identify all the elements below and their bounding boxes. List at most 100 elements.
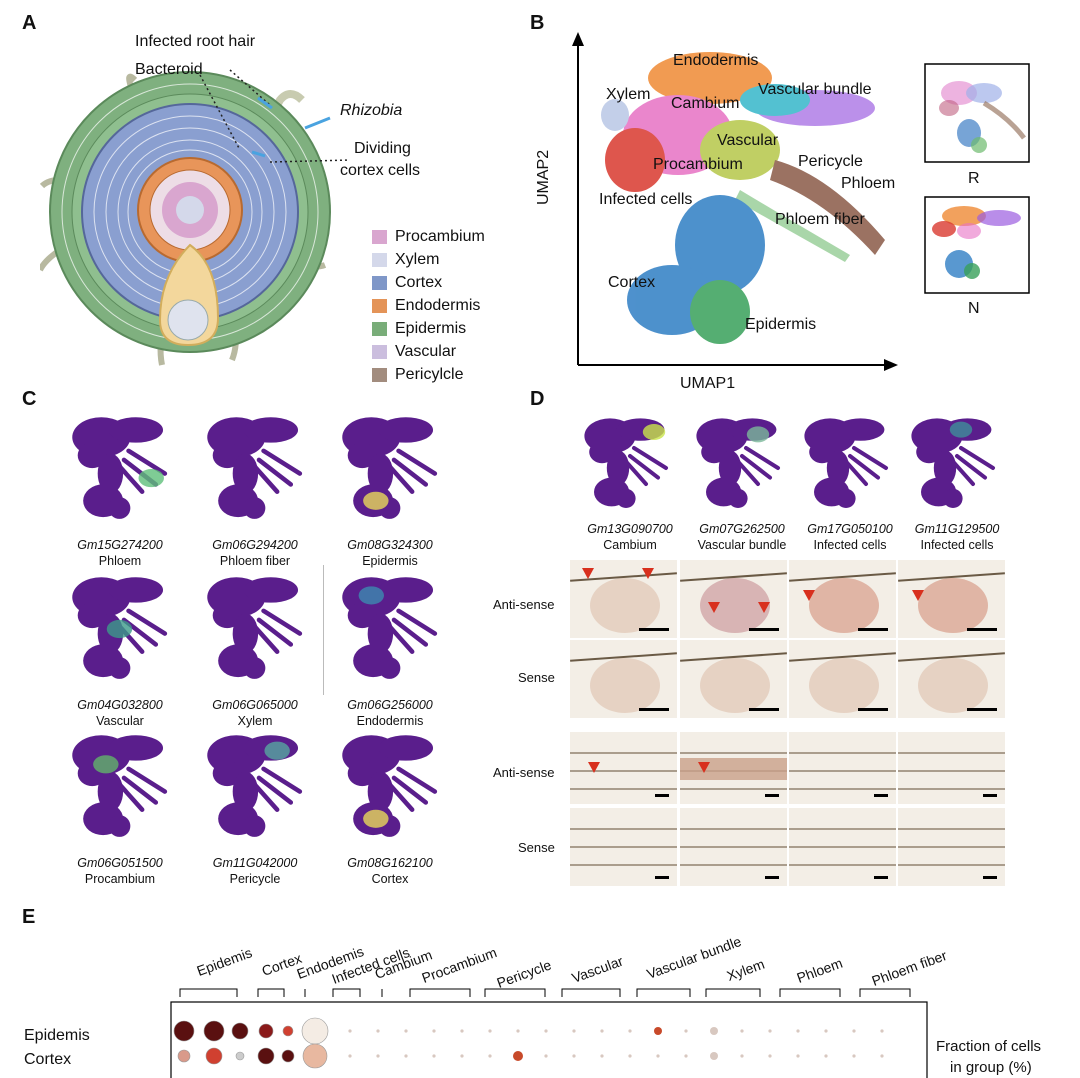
feature-umap-plot bbox=[342, 735, 438, 837]
tissue-layer-line bbox=[680, 846, 787, 848]
annotation-infected-root-hair: Infected root hair bbox=[135, 33, 256, 50]
legend-label: Procambium bbox=[395, 227, 485, 245]
cell-type-label: Cambium bbox=[603, 538, 657, 552]
dotplot-dot bbox=[203, 1020, 225, 1042]
tissue-layer-line bbox=[680, 788, 787, 790]
cell-type-label: Vascular bbox=[96, 714, 144, 728]
category-bracket bbox=[179, 988, 238, 997]
in-situ-image bbox=[680, 732, 787, 804]
cell-type-label: Procambium bbox=[84, 872, 156, 886]
category-label: Xylem bbox=[724, 955, 767, 984]
dotplot-dot bbox=[600, 1029, 604, 1033]
category-bracket bbox=[636, 988, 691, 997]
category-bracket bbox=[561, 988, 621, 997]
dotplot-dot bbox=[684, 1054, 688, 1058]
dotplot-dot bbox=[824, 1029, 828, 1033]
dotplot-dot bbox=[572, 1054, 576, 1058]
dotplot-dot bbox=[654, 1027, 662, 1035]
legend-label: Endodermis bbox=[395, 296, 481, 314]
legend-swatch bbox=[372, 344, 387, 359]
category-bracket bbox=[409, 988, 471, 997]
dotplot-dot bbox=[258, 1023, 274, 1039]
category-label: Epidemis bbox=[194, 944, 255, 979]
tissue-layer-line bbox=[789, 864, 896, 866]
gene-name-label: Gm08G324300 bbox=[347, 538, 433, 552]
scale-bar bbox=[983, 876, 997, 879]
legend-item-xylem: Xylem bbox=[372, 248, 485, 271]
nodule-cross-section-illustration bbox=[40, 69, 351, 366]
dotplot-dot bbox=[572, 1029, 576, 1033]
in-situ-image bbox=[898, 560, 1005, 638]
scale-bar bbox=[639, 628, 669, 631]
umap-inset-n bbox=[924, 196, 1030, 294]
tissue-section bbox=[918, 658, 988, 713]
annotation-rhizobia: Rhizobia bbox=[340, 102, 403, 119]
inset-label-n: N bbox=[968, 300, 980, 317]
cell-type-label: Endodermis bbox=[356, 714, 424, 728]
umap-label-pericycle: Pericycle bbox=[798, 153, 863, 170]
dotplot-dot bbox=[684, 1029, 688, 1033]
dotplot-dot bbox=[281, 1049, 295, 1063]
legend-swatch bbox=[372, 275, 387, 290]
dotplot-dot bbox=[302, 1043, 328, 1069]
dotplot-dot bbox=[488, 1029, 492, 1033]
umap-label-vascular: Vascular bbox=[717, 132, 779, 149]
panel-e-dotplot bbox=[170, 988, 928, 1078]
gene-name-label: Gm06G294200 bbox=[212, 538, 298, 552]
umap-label-phloem: Phloem bbox=[841, 175, 896, 192]
legend-label: Cortex bbox=[395, 273, 443, 291]
in-situ-image bbox=[789, 640, 896, 718]
annotation-bacteroid: Bacteroid bbox=[135, 61, 203, 78]
dotplot-dot bbox=[740, 1029, 744, 1033]
panel-label-a: A bbox=[22, 12, 37, 34]
dotplot-dot bbox=[231, 1022, 249, 1040]
tissue-layer-line bbox=[898, 846, 1005, 848]
tissue-layer-line bbox=[789, 846, 896, 848]
gene-name-label: Gm06G256000 bbox=[347, 698, 433, 712]
tissue-layer-line bbox=[898, 752, 1005, 754]
cell-type-label: Cortex bbox=[371, 872, 409, 886]
legend-swatch bbox=[372, 298, 387, 313]
legend-label: Vascular bbox=[395, 342, 457, 360]
red-arrow-icon bbox=[803, 590, 815, 601]
row-label-sense-2: Sense bbox=[518, 840, 555, 855]
in-situ-image bbox=[898, 732, 1005, 804]
dotplot-dot bbox=[824, 1054, 828, 1058]
panel-label-d: D bbox=[530, 388, 545, 410]
feature-umap-plot bbox=[72, 417, 168, 519]
in-situ-image bbox=[789, 560, 896, 638]
in-situ-image bbox=[898, 640, 1005, 718]
dotplot-dot bbox=[404, 1029, 408, 1033]
annotation-cortex-cells: cortex cells bbox=[340, 162, 421, 179]
tissue-layer-line bbox=[789, 770, 896, 772]
dotplot-dot bbox=[513, 1051, 523, 1061]
gene-name-label: Gm06G065000 bbox=[212, 698, 298, 712]
cell-type-label: Pericycle bbox=[229, 872, 281, 886]
legend-item-procambium: Procambium bbox=[372, 225, 485, 248]
dotplot-dot bbox=[768, 1029, 772, 1033]
scale-bar bbox=[655, 876, 669, 879]
dotplot-dot bbox=[173, 1020, 195, 1042]
cell-type-label: Xylem bbox=[237, 714, 273, 728]
dotplot-dot bbox=[348, 1054, 352, 1058]
dotplot-dot bbox=[432, 1029, 436, 1033]
in-situ-image bbox=[570, 640, 677, 718]
row-label-anti-sense-1: Anti-sense bbox=[493, 597, 555, 612]
dotplot-dot bbox=[235, 1051, 245, 1061]
tissue-layer-line bbox=[680, 864, 787, 866]
in-situ-image bbox=[570, 560, 677, 638]
category-label: Phloem bbox=[794, 954, 845, 986]
tissue-layer-line bbox=[898, 770, 1005, 772]
feature-umap-plot bbox=[207, 735, 303, 837]
dotplot-dot bbox=[628, 1029, 632, 1033]
scale-bar bbox=[765, 794, 779, 797]
dotplot-legend-title-1: Fraction of cells bbox=[936, 1038, 1042, 1055]
scale-bar bbox=[858, 708, 888, 711]
cell-type-label: Epidermis bbox=[362, 554, 418, 568]
dotplot-row-label-cortex: Cortex bbox=[24, 1051, 72, 1068]
umap-label-infected-cells: Infected cells bbox=[599, 191, 693, 208]
red-arrow-icon bbox=[642, 568, 654, 579]
in-situ-image bbox=[570, 732, 677, 804]
dotplot-dot bbox=[348, 1029, 352, 1033]
in-situ-image bbox=[898, 808, 1005, 886]
